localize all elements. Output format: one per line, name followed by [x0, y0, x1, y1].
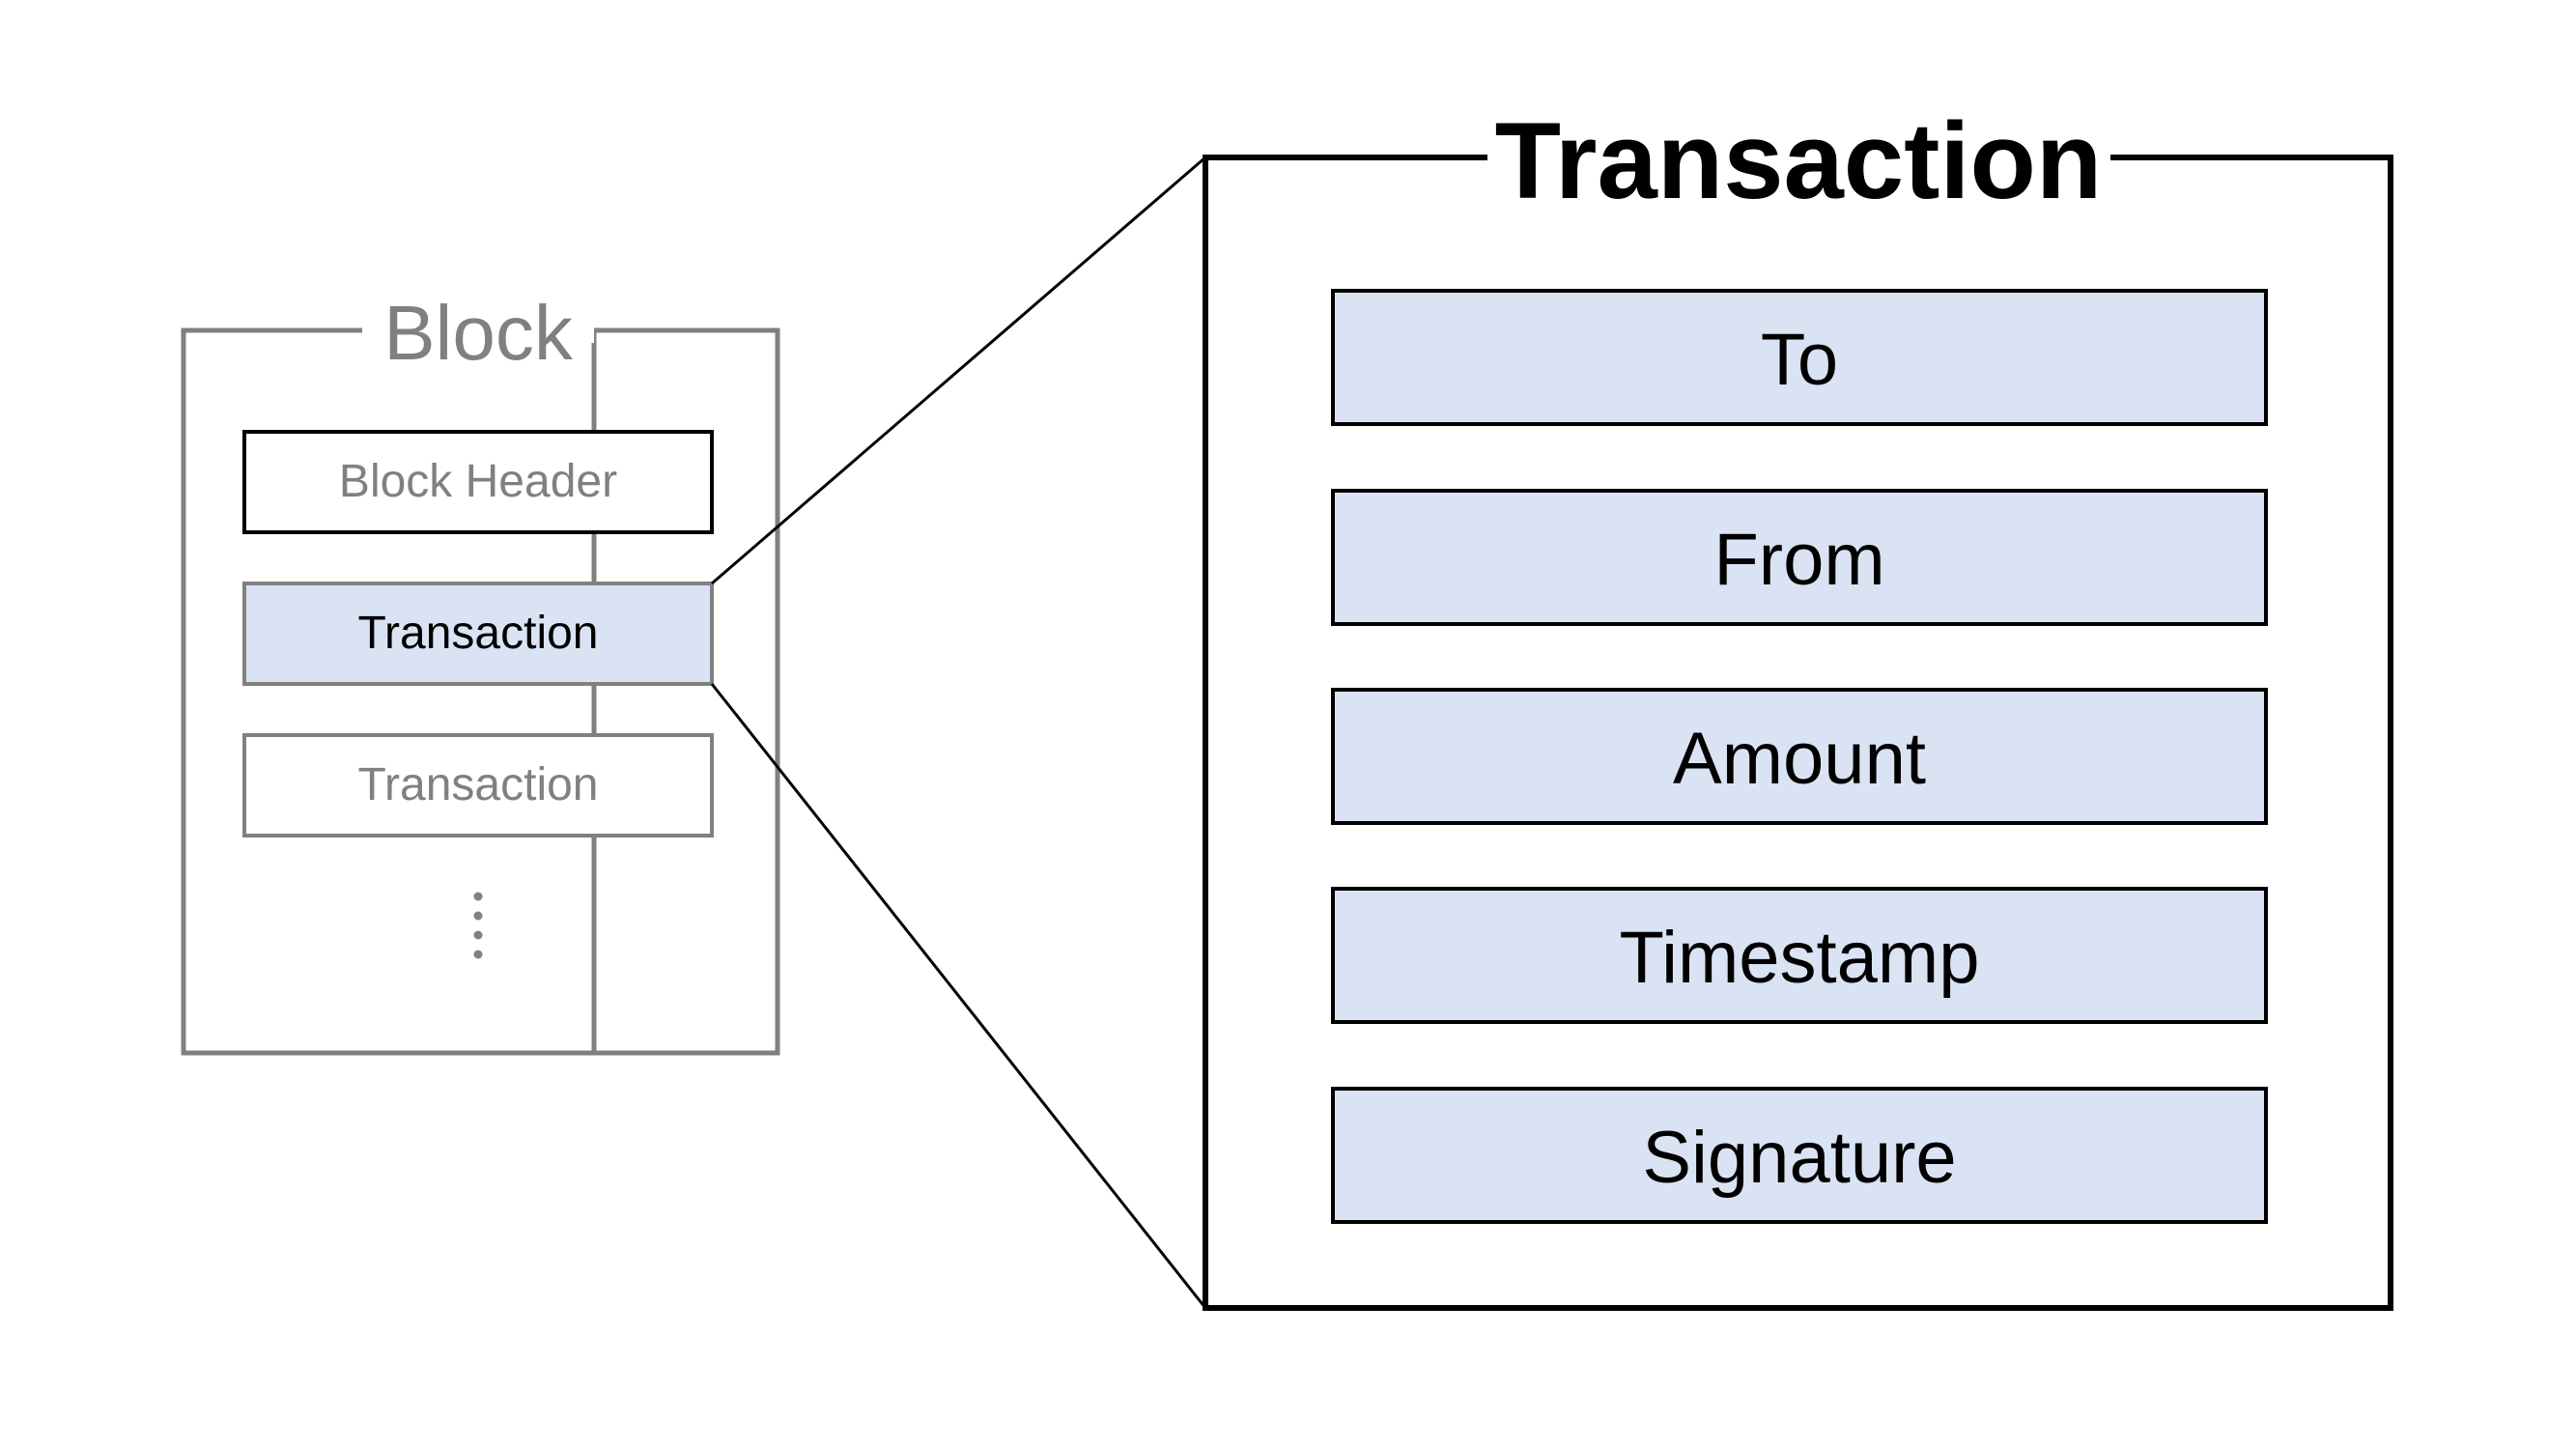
more-items-ellipsis	[473, 892, 483, 959]
field-signature-box	[1331, 1087, 2268, 1224]
zoom-line-top	[711, 156, 1206, 585]
field-to-box	[1331, 289, 2268, 426]
block-title: Block	[383, 290, 574, 376]
field-timestamp-label: Timestamp	[1619, 917, 1979, 999]
field-amount[interactable]: Amount	[1331, 688, 2268, 825]
block-transaction-item[interactable]: Transaction	[242, 733, 714, 838]
block-header-item[interactable]: Block Header	[242, 430, 714, 534]
field-from-label: From	[1713, 519, 1884, 601]
transaction-detail-title: Transaction	[1495, 100, 2103, 221]
field-signature-label: Signature	[1642, 1117, 1956, 1199]
transaction-highlight-box	[242, 582, 714, 686]
block-header-box	[242, 430, 714, 534]
field-timestamp-box	[1331, 887, 2268, 1024]
field-to-label: To	[1761, 319, 1838, 401]
field-amount-box	[1331, 688, 2268, 825]
field-from[interactable]: From	[1331, 489, 2268, 626]
block-panel: Block Block Header Transaction Transacti…	[181, 290, 780, 1056]
transaction-detail-panel: Transaction To From Amount Timestamp Sig…	[1203, 100, 2393, 1311]
transaction-box	[242, 733, 714, 838]
field-to[interactable]: To	[1331, 289, 2268, 426]
transaction-label: Transaction	[358, 759, 599, 810]
block-title-gap	[362, 319, 594, 343]
block-frame-outline	[181, 327, 780, 1056]
transaction-detail-frame	[1203, 155, 2393, 1311]
block-transaction-item-highlighted[interactable]: Transaction	[242, 582, 714, 686]
field-signature[interactable]: Signature	[1331, 1087, 2268, 1224]
field-timestamp[interactable]: Timestamp	[1331, 887, 2268, 1024]
transaction-highlight-label: Transaction	[358, 608, 599, 659]
field-from-box	[1331, 489, 2268, 626]
field-amount-label: Amount	[1673, 718, 1926, 800]
zoom-line-bottom	[710, 683, 1207, 1309]
block-header-label: Block Header	[339, 456, 617, 507]
